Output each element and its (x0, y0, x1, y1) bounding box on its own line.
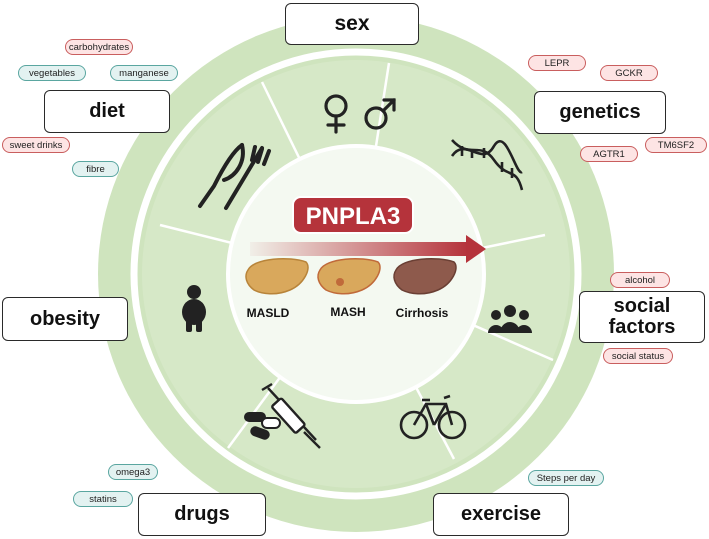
tag-social: social status (603, 348, 673, 364)
stage-label-masld: MASLD (247, 306, 290, 320)
stage-label-mash: MASH (330, 305, 365, 319)
gene-banner: PNPLA3 (292, 196, 414, 234)
tag-drugs: omega3 (108, 464, 158, 480)
factor-social: social factors (579, 291, 705, 343)
tag-diet: carbohydrates (65, 39, 133, 55)
tag-diet: sweet drinks (2, 137, 70, 153)
liver-mash-icon (317, 257, 381, 295)
factor-exercise: exercise (433, 493, 569, 536)
tag-diet: vegetables (18, 65, 86, 81)
tag-diet: manganese (110, 65, 178, 81)
liver-cirrhosis-icon (393, 257, 457, 295)
ring-separator (130, 48, 582, 500)
tag-drugs: statins (73, 491, 133, 507)
tag-genetics: TM6SF2 (645, 137, 707, 153)
tag-diet: fibre (72, 161, 119, 177)
tag-social: alcohol (610, 272, 670, 288)
bicycle-icon (399, 394, 467, 440)
pills-syringe-icon (244, 382, 321, 449)
dna-icon (450, 139, 524, 191)
liver-masld-icon (245, 257, 309, 295)
stage-label-cirrhosis: Cirrhosis (396, 306, 449, 320)
person-icon (182, 285, 206, 332)
fork-knife-icon (198, 143, 271, 210)
factor-sex: sex (285, 3, 419, 45)
venus-mars-icon (324, 94, 396, 134)
tag-exercise: Steps per day (528, 470, 604, 486)
factor-obesity: obesity (2, 297, 128, 341)
factor-diet: diet (44, 90, 170, 133)
tag-genetics: GCKR (600, 65, 658, 81)
tag-genetics: LEPR (528, 55, 586, 71)
gene-label: PNPLA3 (306, 203, 401, 230)
group-icon (488, 305, 532, 333)
factor-drugs: drugs (138, 493, 266, 536)
tag-genetics: AGTR1 (580, 146, 638, 162)
factor-genetics: genetics (534, 91, 666, 134)
progression-arrow (250, 235, 486, 263)
